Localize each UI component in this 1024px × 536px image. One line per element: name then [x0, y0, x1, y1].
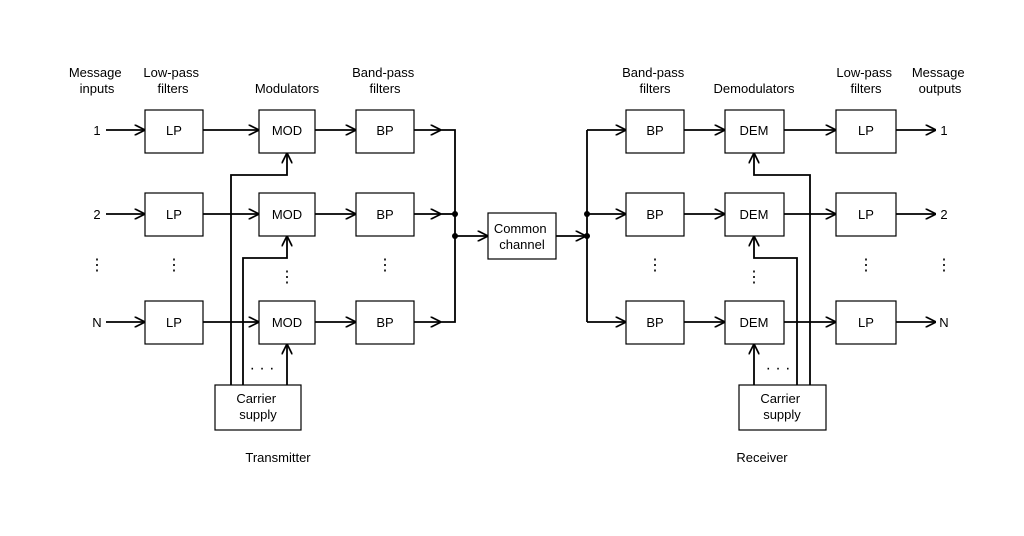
output-label-n: N	[939, 315, 948, 330]
header-modulators: Modulators	[255, 81, 320, 96]
tx-carrier-ellipsis: · · ·	[250, 360, 275, 377]
tx-bp-block-n: BP	[355, 300, 415, 345]
dem-block-1: DEM	[724, 109, 785, 154]
header-message-outputs: Message outputs	[912, 65, 968, 96]
tx-carrier-line-1	[230, 154, 287, 385]
tx-lp-label-2: LP	[166, 207, 182, 222]
tx-carrier-supply-label: Carrier supply	[236, 391, 279, 422]
rx-lp-block-2: LP	[835, 192, 897, 237]
tx-lp-block-2: LP	[144, 192, 204, 237]
dem-label-2: DEM	[740, 207, 769, 222]
rx-lp-block-n: LP	[835, 300, 897, 345]
rx-carrier-ellipsis: · · ·	[766, 360, 791, 377]
transmitter-label: Transmitter	[245, 450, 311, 465]
rx-bp-block-n: BP	[625, 300, 685, 345]
input-label-1: 1	[93, 123, 100, 138]
rx-bp-block-1: BP	[625, 109, 685, 154]
common-channel-block: Common channel	[487, 212, 557, 260]
dem-block-2: DEM	[724, 192, 785, 237]
tx-lp-label-n: LP	[166, 315, 182, 330]
rx-lp-label-n: LP	[858, 315, 874, 330]
rx-lp-label-1: LP	[858, 123, 874, 138]
tx-lp-block-1: LP	[144, 109, 204, 154]
input-label-2: 2	[93, 207, 100, 222]
vdots-rx-lp: ⋮	[858, 257, 874, 274]
tx-carrier-supply-block: Carrier supply	[214, 384, 302, 431]
header-lowpass-rx: Low-pass filters	[836, 65, 895, 96]
header-message-inputs: Message inputs	[69, 65, 125, 96]
rx-carrier-supply-block: Carrier supply	[738, 384, 827, 431]
header-bandpass-rx: Band-pass filters	[622, 65, 688, 96]
output-label-2: 2	[940, 207, 947, 222]
tx-lp-label-1: LP	[166, 123, 182, 138]
receiver-label: Receiver	[736, 450, 788, 465]
mod-label-2: MOD	[272, 207, 302, 222]
rx-bp-label-n: BP	[646, 315, 663, 330]
mod-label-n: MOD	[272, 315, 302, 330]
tx-bp-block-2: BP	[355, 192, 415, 237]
rx-lp-block-1: LP	[835, 109, 897, 154]
rx-carrier-line-2	[754, 237, 798, 385]
mod-block-2: MOD	[258, 192, 316, 237]
input-label-n: N	[92, 315, 101, 330]
tx-bp-label-n: BP	[376, 315, 393, 330]
rx-bp-label-2: BP	[646, 207, 663, 222]
mod-block-1: MOD	[258, 109, 316, 154]
common-channel-label: Common channel	[494, 221, 550, 252]
tx-carrier-line-2	[242, 237, 287, 385]
rx-carrier-supply-label: Carrier supply	[760, 391, 803, 422]
rx-bp-block-2: BP	[625, 192, 685, 237]
rx-lp-label-2: LP	[858, 207, 874, 222]
vdots-inputs: ⋮	[89, 257, 105, 274]
rx-carrier-line-1	[754, 154, 811, 385]
tx-combiner-bus	[440, 129, 456, 323]
output-label-1: 1	[940, 123, 947, 138]
header-bandpass-tx: Band-pass filters	[352, 65, 418, 96]
tx-lp-block-n: LP	[144, 300, 204, 345]
dem-label-1: DEM	[740, 123, 769, 138]
mod-block-n: MOD	[258, 300, 316, 345]
tx-bp-block-1: BP	[355, 109, 415, 154]
header-lowpass-tx: Low-pass filters	[143, 65, 202, 96]
tx-bp-label-2: BP	[376, 207, 393, 222]
vdots-rx-bp: ⋮	[647, 257, 663, 274]
vdots-tx-lp: ⋮	[166, 257, 182, 274]
vdots-tx-bp: ⋮	[377, 257, 393, 274]
dem-label-n: DEM	[740, 315, 769, 330]
dem-block-n: DEM	[724, 300, 785, 345]
tx-bp-label-1: BP	[376, 123, 393, 138]
vdots-dem: ⋮	[746, 269, 762, 286]
vdots-mod: ⋮	[279, 269, 295, 286]
header-demodulators: Demodulators	[714, 81, 795, 96]
rx-bp-label-1: BP	[646, 123, 663, 138]
tx-junction-1	[452, 211, 458, 217]
vdots-outputs: ⋮	[936, 257, 952, 274]
mod-label-1: MOD	[272, 123, 302, 138]
